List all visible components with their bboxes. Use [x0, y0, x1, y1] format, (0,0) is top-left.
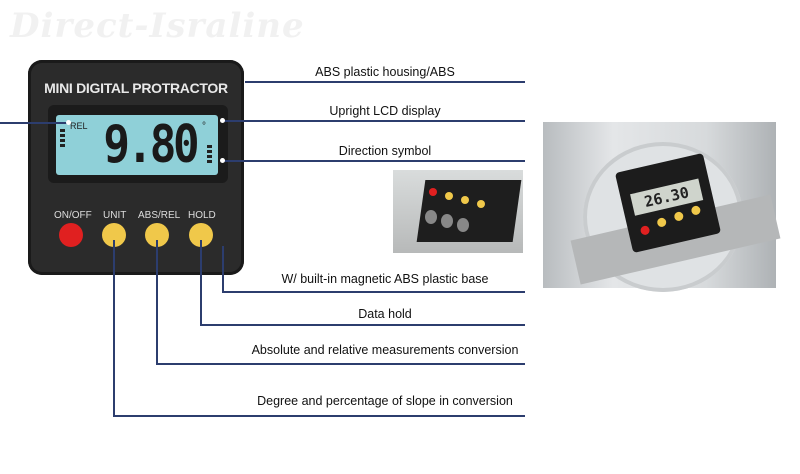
- callout-line-unit-v: [113, 240, 115, 417]
- base-photo: [393, 170, 523, 253]
- callout-lcd: Upright LCD display: [329, 104, 441, 118]
- onoff-button[interactable]: [59, 223, 83, 247]
- callout-dot: [66, 120, 71, 125]
- callout-dot: [220, 118, 225, 123]
- watermark: Direct-Israline: [10, 6, 305, 46]
- callout-housing: ABS plastic housing/ABS: [315, 65, 455, 79]
- callout-base: W/ built-in magnetic ABS plastic base: [281, 272, 489, 286]
- callout-line-unit: [113, 415, 525, 417]
- direction-down-icon: [207, 145, 212, 165]
- button-label-hold: HOLD: [188, 210, 216, 221]
- callout-hold: Data hold: [358, 307, 412, 321]
- callout-line-lcd: [224, 120, 525, 122]
- callout-line-base-v: [222, 246, 224, 292]
- lcd-unit: °: [202, 121, 206, 132]
- protractor-device: MINI DIGITAL PROTRACTOR REL 9.80 ° ON/OF…: [28, 60, 244, 275]
- callout-absrel: Absolute and relative measurements conve…: [251, 343, 519, 357]
- button-label-unit: UNIT: [103, 210, 127, 221]
- callout-line-absrel-v: [156, 240, 158, 365]
- callout-line-housing: [245, 81, 525, 83]
- direction-up-icon: [60, 129, 65, 149]
- button-label-absrel: ABS/REL: [138, 210, 181, 221]
- callout-dot: [220, 158, 225, 163]
- callout-line-absrel: [156, 363, 525, 365]
- lcd-mode: REL: [70, 121, 88, 131]
- usage-photo: 26.30: [543, 122, 781, 292]
- lcd-display: REL 9.80 °: [56, 115, 218, 175]
- callout-unit: Degree and percentage of slope in conver…: [257, 394, 513, 408]
- device-title: MINI DIGITAL PROTRACTOR: [44, 80, 228, 96]
- callout-line-hold: [200, 324, 525, 326]
- callout-line-hold-v: [200, 240, 202, 325]
- callout-direction: Direction symbol: [338, 144, 432, 158]
- callout-line-base: [222, 291, 525, 293]
- lcd-value: 9.80: [103, 115, 199, 175]
- callout-line-direction: [224, 160, 525, 162]
- button-label-onoff: ON/OFF: [54, 210, 92, 221]
- callout-line-left: [0, 122, 68, 124]
